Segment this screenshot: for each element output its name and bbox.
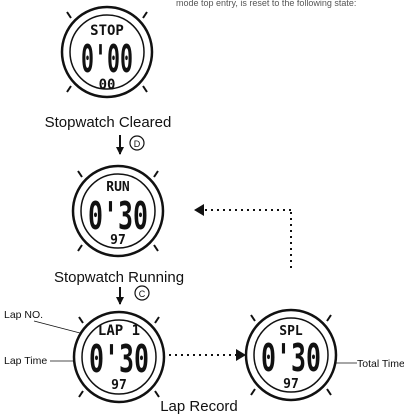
transition-button-d: D <box>116 135 145 155</box>
watch-hundredths: 97 <box>283 377 299 392</box>
watch-minutes: 0 <box>88 194 103 238</box>
watch-hundredths: 97 <box>110 233 126 248</box>
watch-seconds: 00 <box>107 37 133 81</box>
watch-case <box>244 308 338 402</box>
watch-mode-label: RUN <box>106 180 130 195</box>
caption-stopwatch-running: Stopwatch Running <box>54 269 184 286</box>
watch-case <box>72 310 166 404</box>
watch-split-time: SPL 0'30 97 <box>244 308 338 402</box>
caption-stopwatch-cleared: Stopwatch Cleared <box>45 114 172 131</box>
transition-button-c: C <box>116 285 150 305</box>
button-c-icon <box>134 285 150 301</box>
caption-lap-record: Lap Record <box>160 398 238 415</box>
label-lap-number: Lap NO. <box>4 309 81 334</box>
watch-minutes: 0 <box>89 337 104 381</box>
watch-main-digits: 0'00 <box>81 37 133 81</box>
watch-main-digits: 0'30 <box>261 336 321 380</box>
svg-text:Lap Time: Lap Time <box>4 355 47 367</box>
svg-text:Total Time: Total Time <box>357 358 404 370</box>
intro-text-fragment: mode top entry, is reset to the followin… <box>176 0 356 8</box>
watch-mode-label: LAP 1 <box>98 323 140 339</box>
watch-case <box>71 164 165 258</box>
watch-seconds: 30 <box>118 194 148 238</box>
watch-minutes: 0 <box>261 336 276 380</box>
svg-text:Lap NO.: Lap NO. <box>4 309 43 321</box>
watch-hundredths: 00 <box>99 77 116 93</box>
watch-main-digits: 0'30 <box>89 337 149 381</box>
watch-case <box>60 5 154 99</box>
watch-main-digits: 0'30 <box>88 194 148 238</box>
watch-lap-record: LAP 1 0'30 97 <box>72 310 166 404</box>
watch-minutes: 0 <box>81 37 94 81</box>
dotted-arrow-lap-to-split <box>169 349 246 361</box>
button-d-icon <box>129 135 145 151</box>
watch-seconds: 30 <box>119 337 149 381</box>
watch-mode-label: STOP <box>90 23 124 39</box>
watch-stopwatch-cleared: STOP 0'00 00 <box>60 5 154 99</box>
watch-mode-label: SPL <box>279 324 303 339</box>
label-lap-time: Lap Time <box>4 355 74 367</box>
label-total-time: Total Time <box>334 358 404 370</box>
watch-seconds: 30 <box>291 336 321 380</box>
button-d-label: D <box>134 139 141 149</box>
watch-hundredths: 97 <box>111 378 127 393</box>
watch-stopwatch-running: RUN 0'30 97 <box>71 164 165 258</box>
dotted-arrow-return-to-running <box>194 204 292 268</box>
button-c-label: C <box>139 289 146 299</box>
